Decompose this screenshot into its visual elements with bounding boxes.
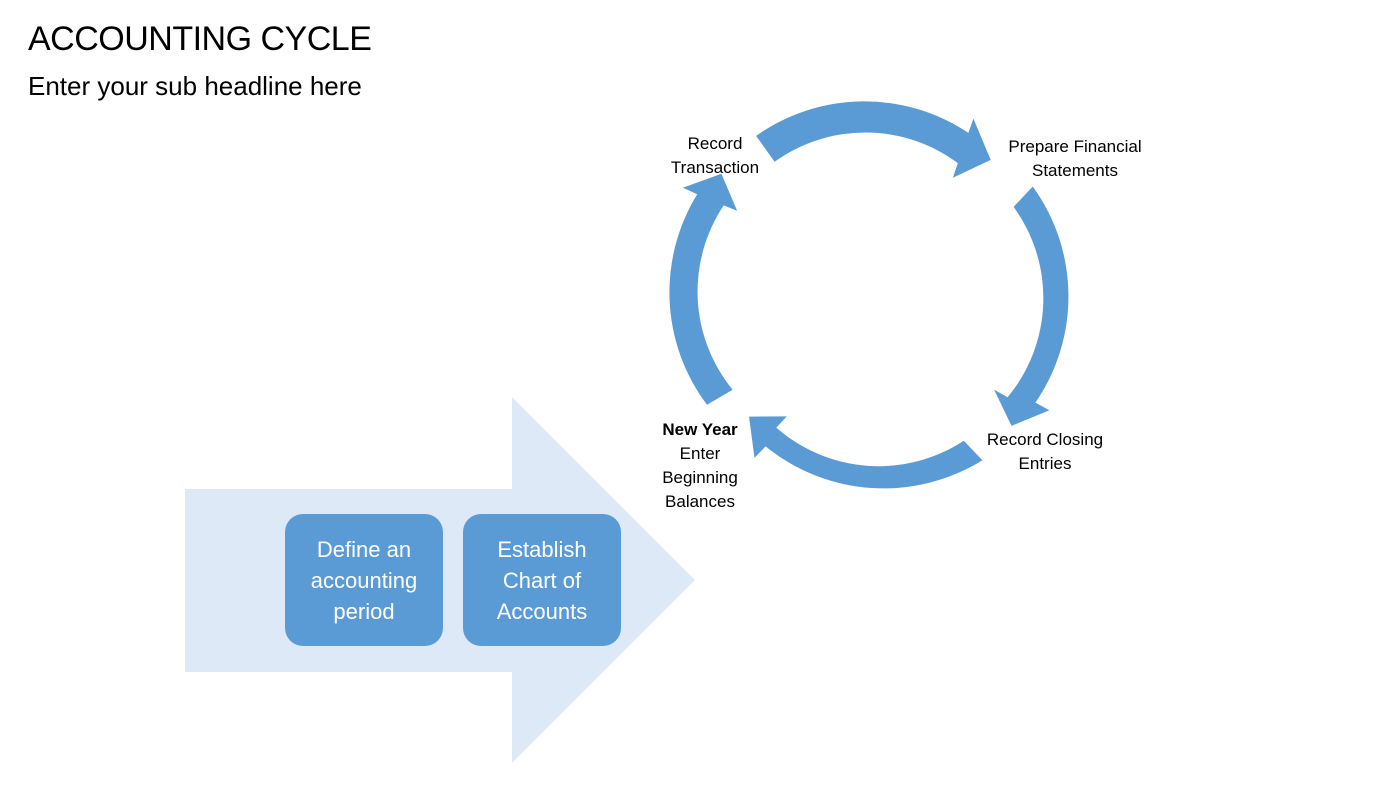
cycle-label-record-closing-entries: Record Closing Entries	[987, 428, 1103, 476]
slide-subtitle: Enter your sub headline here	[28, 71, 362, 101]
step-text-line: period	[333, 598, 395, 624]
cycle-label-line: Statements	[1032, 161, 1118, 180]
step-text-line: Chart of	[502, 567, 582, 593]
cycle-label-line: Record	[687, 134, 743, 153]
step-text-line: accounting	[310, 567, 418, 593]
cycle-arrow-right	[994, 186, 1069, 426]
step-text-line: Define an	[316, 536, 412, 562]
cycle-label-record-transaction: Record Transaction	[671, 132, 759, 180]
cycle-label-prepare-financial-statements: Prepare Financial Statements	[1008, 135, 1141, 183]
cycle-arrow-bottom	[749, 416, 983, 489]
cycle-label-new-year: New Year Enter Beginning Balances	[662, 418, 738, 514]
cycle-label-line: Record Closing	[986, 430, 1104, 449]
cycle-label-line: Entries	[1018, 454, 1072, 473]
cycle-label-line: Prepare Financial	[1008, 137, 1142, 156]
step-text-line: Establish	[497, 536, 587, 562]
cycle-label-heading: New Year	[662, 420, 738, 439]
cycle-arrow-top	[756, 101, 991, 178]
step-establish-chart-of-accounts-text: Establish Chart of Accounts	[497, 534, 588, 627]
cycle-arrow-left	[669, 173, 738, 405]
cycle-label-line: Transaction	[670, 158, 760, 177]
cycle-label-line: Beginning	[662, 468, 738, 487]
step-define-accounting-period-text: Define an accounting period	[311, 534, 417, 627]
cycle-label-line: Enter	[679, 444, 721, 463]
step-establish-chart-of-accounts[interactable]: Establish Chart of Accounts	[463, 514, 621, 646]
cycle-ring	[669, 101, 1069, 489]
slide-title: ACCOUNTING CYCLE	[28, 20, 372, 58]
step-text-line: Accounts	[496, 598, 588, 624]
step-define-accounting-period[interactable]: Define an accounting period	[285, 514, 443, 646]
cycle-label-line: Balances	[665, 492, 735, 511]
